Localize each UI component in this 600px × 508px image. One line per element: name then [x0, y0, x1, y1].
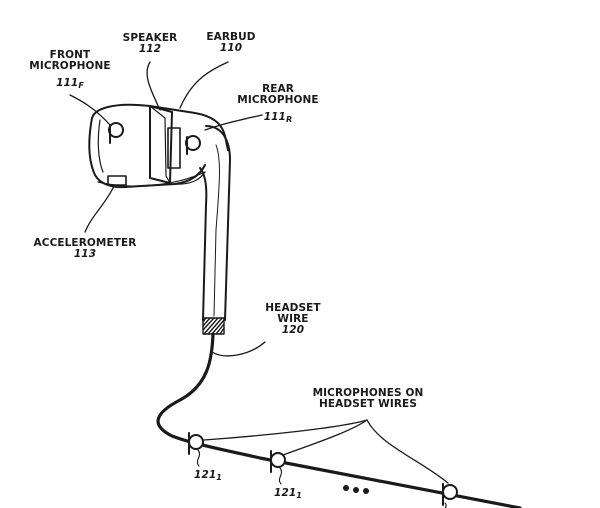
wire-microphone-1-ref: 121: [194, 469, 217, 481]
rear-microphone-line1: REAR: [262, 83, 294, 95]
headset-wire: [156, 332, 522, 508]
rear-microphone-ref: 111: [263, 111, 286, 123]
earbud-ref: 110: [219, 42, 243, 54]
microphones-on-wires-label: MICROPHONES ON HEADSET WIRES: [312, 388, 424, 410]
front-microphone-symbol: [108, 122, 124, 144]
headset-wire-line2: WIRE: [277, 313, 309, 325]
rear-microphone-ref-sub: R: [285, 115, 293, 124]
strain-relief: [202, 317, 225, 335]
wire-microphone-2-ref-sub: 1: [296, 491, 302, 500]
leader-lines: [69, 61, 449, 508]
accelerometer-chip: [107, 175, 127, 186]
earbud-label: EARBUD 110: [200, 32, 262, 54]
wire-microphone-1-label: 1211: [188, 470, 228, 483]
earbud-stem: [174, 125, 231, 321]
rear-microphone-line2: MICROPHONE: [237, 94, 319, 106]
wire-microphone-2-ref: 121: [274, 487, 297, 499]
rear-microphone-symbol: [185, 135, 201, 155]
rear-microphone-label: REAR MICROPHONE 111R: [232, 84, 324, 125]
accelerometer-label: ACCELEROMETER 113: [30, 238, 140, 260]
headset-wire-label: HEADSET WIRE 120: [258, 303, 328, 336]
front-microphone-line2: MICROPHONE: [29, 60, 111, 72]
accelerometer-ref: 113: [73, 248, 97, 260]
headset-wire-ref: 120: [281, 324, 305, 336]
earbud-housing: [88, 103, 229, 189]
speaker-line1: SPEAKER: [122, 32, 178, 44]
speaker-label: SPEAKER 112: [118, 33, 182, 55]
wire-microphone-2-label: 1211: [268, 488, 308, 501]
front-microphone-ref-sub: F: [78, 81, 84, 90]
headset-wire-line1: HEADSET: [265, 302, 321, 314]
front-microphone-line1: FRONT: [49, 49, 91, 61]
microphones-on-wires-line1: MICROPHONES ON: [312, 387, 424, 399]
accelerometer-line1: ACCELEROMETER: [33, 237, 137, 249]
front-microphone-label: FRONT MICROPHONE 111F: [24, 50, 116, 91]
wire-microphone-3: [442, 483, 458, 506]
earbud-line1: EARBUD: [206, 31, 256, 43]
speaker-ref: 112: [138, 43, 162, 55]
wire-microphone-1-ref-sub: 1: [216, 473, 222, 482]
wire-microphone-1: [188, 432, 204, 455]
front-microphone-ref: 111: [56, 77, 79, 89]
microphones-on-wires-line2: HEADSET WIRES: [319, 398, 417, 410]
speaker-element: [149, 105, 181, 184]
wire-microphone-2: [270, 450, 286, 473]
ellipsis-dots: [343, 485, 369, 494]
